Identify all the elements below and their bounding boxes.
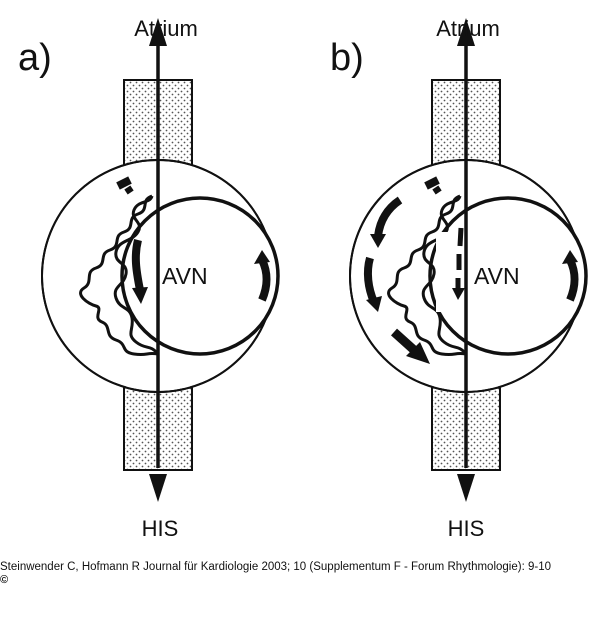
copyright-symbol: © — [0, 574, 9, 586]
panel-b-label: b) — [330, 37, 364, 79]
panel-b: b) Atrium HIS AVN — [330, 16, 586, 541]
panel-a-his-label: HIS — [142, 516, 179, 541]
panel-a-atrium-label: Atrium — [134, 16, 198, 41]
panel-a-avn-label: AVN — [162, 263, 208, 289]
panel-b-atrium-label: Atrium — [436, 16, 500, 41]
panel-b-his-label: HIS — [448, 516, 485, 541]
citation-text: Steinwender C, Hofmann R Journal für Kar… — [0, 561, 551, 573]
panel-b-avn-label: AVN — [474, 263, 520, 289]
avn-reentry-diagram: a) Atrium HIS AVN b) Atrium HIS AVN — [18, 0, 600, 541]
panel-a: a) Atrium HIS AVN — [18, 16, 278, 541]
panel-a-label: a) — [18, 37, 52, 79]
